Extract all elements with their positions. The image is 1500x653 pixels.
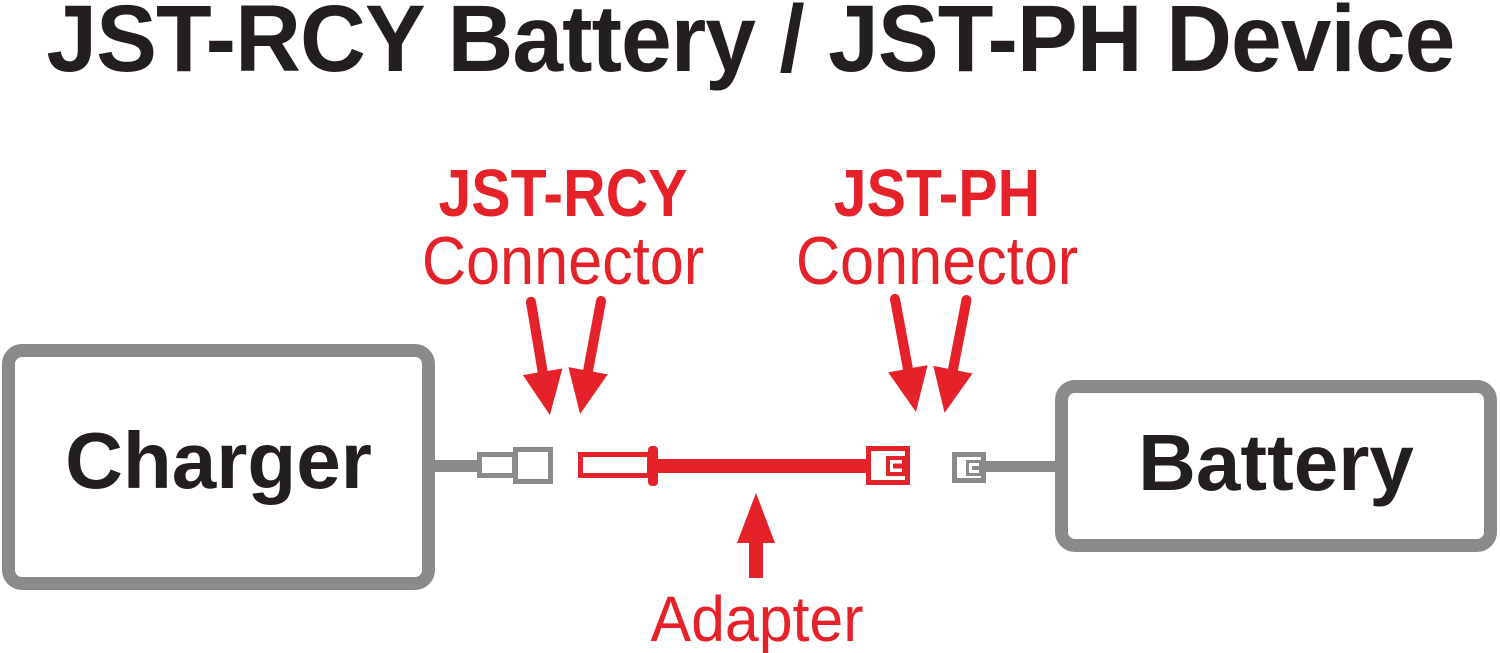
jst-ph-gray-connector-icon xyxy=(952,452,986,483)
jst-rcy-gray-housing-icon xyxy=(513,447,553,484)
arrow-shaft xyxy=(749,539,763,578)
adapter-wire xyxy=(654,459,870,473)
jst-rcy-red-flange-icon xyxy=(648,446,658,486)
charger-node: Charger xyxy=(2,344,435,590)
jst-ph-connector-sublabel: Connector xyxy=(795,223,1079,299)
arrow-head xyxy=(924,365,973,417)
arrow-shaft xyxy=(525,295,549,379)
arrow-shaft xyxy=(946,294,973,377)
connector-pin xyxy=(972,465,979,470)
up-arrow-icon xyxy=(737,493,775,578)
jst-rcy-connector-sublabel: Connector xyxy=(421,223,705,299)
jst-ph-connector-name: JST-PH xyxy=(833,156,1041,231)
callout-jst-ph: JST-PH Connector xyxy=(737,160,1137,295)
charger-wire xyxy=(425,460,482,472)
arrow-shaft xyxy=(889,293,914,376)
down-arrow-icon xyxy=(924,291,987,417)
arrow-head xyxy=(737,493,775,543)
battery-node: Battery xyxy=(1055,380,1497,552)
connector-notch xyxy=(886,455,906,476)
adapter-label: Adapter xyxy=(650,583,864,653)
arrow-head xyxy=(560,367,608,418)
connector-notch xyxy=(966,459,982,476)
battery-wire xyxy=(980,461,1058,472)
jst-rcy-gray-plug-icon xyxy=(477,452,517,478)
jst-rcy-connector-name: JST-RCY xyxy=(438,156,688,231)
arrow-shaft xyxy=(582,295,607,378)
jst-ph-red-connector-icon xyxy=(866,446,910,485)
diagram-title: JST-RCY Battery / JST-PH Device xyxy=(0,0,1500,87)
charger-label: Charger xyxy=(65,416,372,505)
battery-label: Battery xyxy=(1138,418,1414,507)
down-arrow-icon xyxy=(560,292,621,418)
connector-pin xyxy=(893,463,902,468)
down-arrow-icon xyxy=(510,294,570,419)
diagram-title-text: JST-RCY Battery / JST-PH Device xyxy=(45,0,1455,92)
jst-rcy-red-housing-icon xyxy=(578,452,652,478)
callout-jst-rcy: JST-RCY Connector xyxy=(363,160,763,295)
